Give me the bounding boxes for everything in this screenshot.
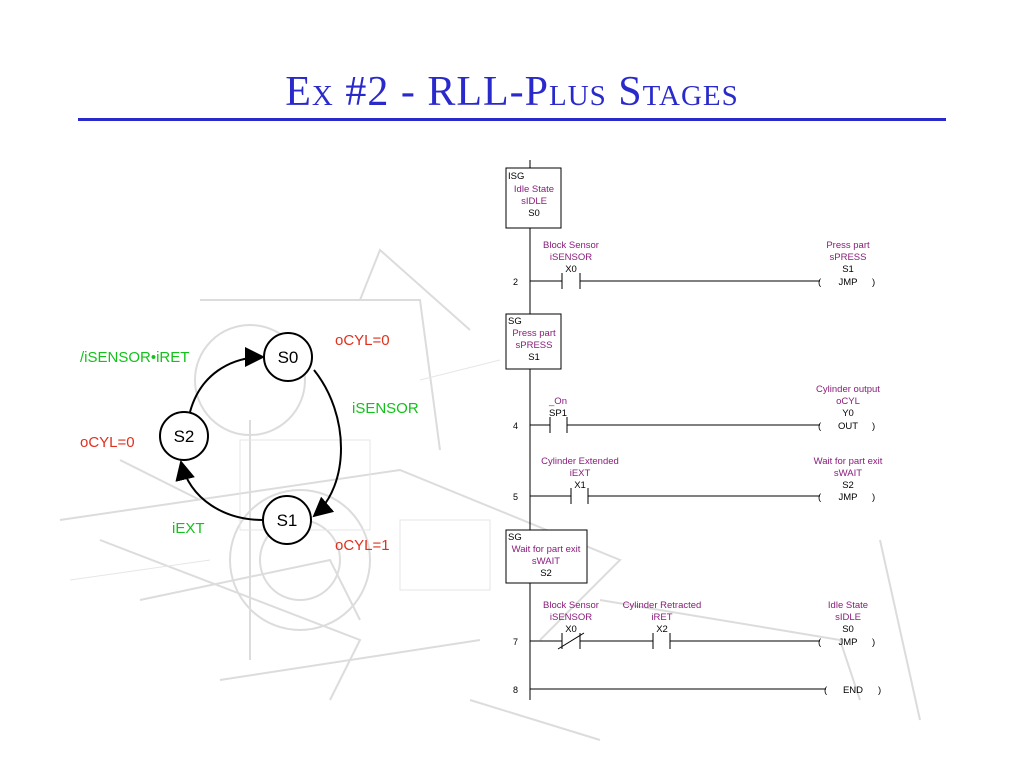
- rung-7: 7 Block Sensor iSENSOR X0 Cylinder Retra…: [513, 600, 875, 650]
- coil-close-paren: ): [872, 637, 875, 648]
- stage-s0-tag: ISG: [508, 171, 524, 182]
- rung-number: 5: [513, 492, 518, 502]
- stage-s2-tag: SG: [508, 532, 522, 543]
- transition-s2-s0-arrow: [189, 347, 265, 413]
- coil-nick: sPRESS: [830, 252, 867, 263]
- coil-open-paren: (: [818, 492, 822, 503]
- contact-name: _On: [548, 396, 567, 407]
- stage-box-s0: ISG Idle State sIDLE S0: [505, 167, 562, 229]
- stage-s1-tag: SG: [508, 316, 522, 327]
- contact1-name: Block Sensor: [543, 600, 599, 611]
- coil-name: Cylinder output: [816, 384, 880, 395]
- stage-box-s1: SG Press part sPRESS S1: [505, 313, 562, 370]
- transition-s1-s2-label: iEXT: [172, 520, 205, 537]
- coil-addr: S1: [842, 264, 854, 275]
- coil-addr: Y0: [842, 408, 854, 419]
- contact2-nick: iRET: [651, 612, 672, 623]
- slide-title: Ex #2 - RLL-Plus Stages: [285, 69, 739, 115]
- coil-close-paren: ): [872, 492, 875, 503]
- coil-nick: sIDLE: [835, 612, 861, 623]
- rung-number: 2: [513, 277, 518, 287]
- stage-s2-name: Wait for part exit: [512, 544, 581, 555]
- coil-op: JMP: [839, 637, 858, 648]
- contact-addr: X0: [565, 264, 577, 275]
- contact1-addr: X0: [565, 624, 577, 635]
- coil-nick: oCYL: [836, 396, 860, 407]
- coil-open-paren: (: [818, 277, 822, 288]
- coil-name: Idle State: [828, 600, 868, 611]
- transition-s0-s1-label: iSENSOR: [352, 400, 419, 417]
- stage-box-s2: SG Wait for part exit sWAIT S2: [505, 529, 588, 584]
- rung-number: 8: [513, 685, 518, 695]
- coil-addr: S0: [842, 624, 854, 635]
- stage-s1-addr: S1: [528, 352, 540, 363]
- stage-s1-nick: sPRESS: [516, 340, 553, 351]
- stage-s2-nick: sWAIT: [532, 556, 560, 567]
- coil-op: OUT: [838, 421, 858, 432]
- coil-addr: S2: [842, 480, 854, 491]
- contact-nick: iSENSOR: [550, 252, 592, 263]
- contact-addr: X1: [574, 480, 586, 491]
- stage-s0-addr: S0: [528, 208, 540, 219]
- state-s1: S1: [262, 495, 312, 545]
- state-s2: S2: [159, 411, 209, 461]
- coil-open-paren: (: [818, 421, 822, 432]
- state-s0: S0: [263, 332, 313, 382]
- state-s0-label: S0: [278, 348, 299, 367]
- coil-close-paren: ): [872, 421, 875, 432]
- end-op: END: [843, 685, 863, 696]
- stage-s1-name: Press part: [512, 328, 556, 339]
- coil-name: Press part: [826, 240, 870, 251]
- coil-close-paren: ): [872, 277, 875, 288]
- rung-2: 2 Block Sensor iSENSOR X0 ( ) Press part…: [513, 240, 875, 289]
- coil-op: JMP: [839, 492, 858, 503]
- coil-name: Wait for part exit: [814, 456, 883, 467]
- coil-open-paren: (: [818, 637, 822, 648]
- output-s2-label: oCYL=0: [80, 434, 135, 451]
- state-s1-label: S1: [277, 511, 298, 530]
- rung-5: 5 Cylinder Extended iEXT X1 ( ) Wait for…: [513, 456, 883, 504]
- coil-open-paren: (: [824, 685, 828, 696]
- contact-name: Cylinder Extended: [541, 456, 619, 467]
- contact1-nick: iSENSOR: [550, 612, 592, 623]
- contact2-name: Cylinder Retracted: [623, 600, 702, 611]
- contact-nick: iEXT: [570, 468, 591, 479]
- coil-nick: sWAIT: [834, 468, 862, 479]
- coil-op: JMP: [839, 277, 858, 288]
- stage-s0-name: Idle State: [514, 184, 554, 195]
- transition-s1-s2-arrow: [175, 460, 264, 521]
- contact-addr: SP1: [549, 408, 567, 419]
- state-s2-label: S2: [174, 427, 195, 446]
- transition-s0-s1-arrow: [312, 369, 342, 518]
- contact-name: Block Sensor: [543, 240, 599, 251]
- coil-close-paren: ): [878, 685, 881, 696]
- transition-s2-s0-label: /iSENSOR•iRET: [80, 349, 189, 366]
- output-s1-label: oCYL=1: [335, 537, 390, 554]
- rung-8: 8 ( ) END: [513, 685, 881, 696]
- output-s0-label: oCYL=0: [335, 332, 390, 349]
- stage-s0-nick: sIDLE: [521, 196, 547, 207]
- rung-4: 4 _On SP1 ( ) Cylinder output oCYL Y0 OU…: [513, 384, 880, 433]
- contact2-addr: X2: [656, 624, 668, 635]
- title-underline: [78, 118, 946, 121]
- stage-s2-addr: S2: [540, 568, 552, 579]
- rung-number: 7: [513, 637, 518, 647]
- rung-number: 4: [513, 421, 518, 431]
